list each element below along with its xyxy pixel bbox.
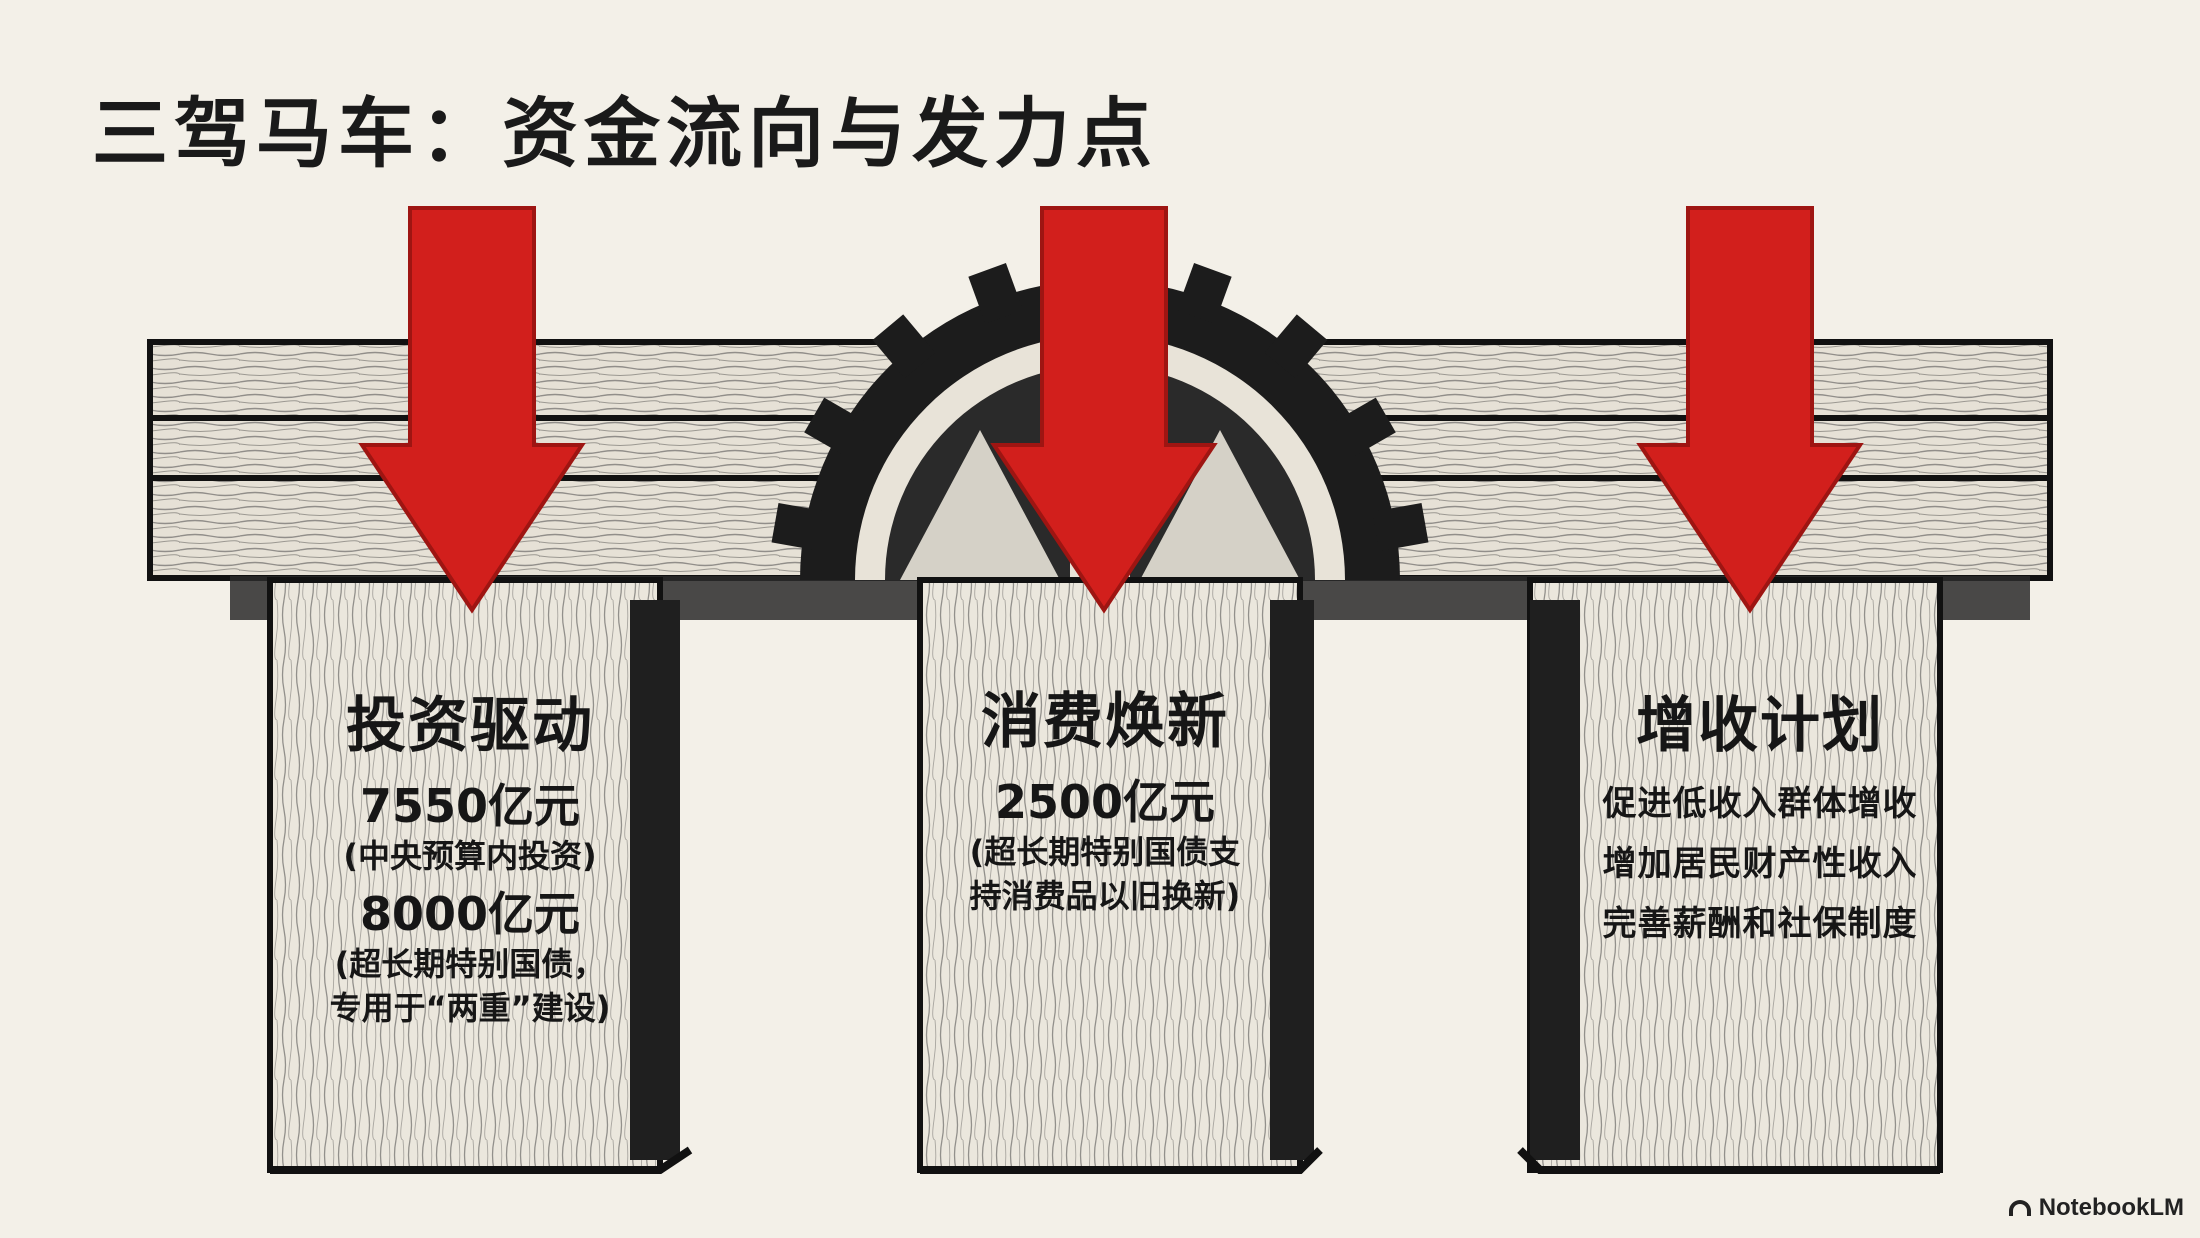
amount: 7550亿元 bbox=[300, 778, 640, 834]
pillar-income-text: 增收计划 促进低收入群体增收 增加居民财产性收入 完善薪酬和社保制度 bbox=[1575, 688, 1945, 954]
amount: 8000亿元 bbox=[300, 886, 640, 942]
pillar-heading: 消费焕新 bbox=[930, 684, 1280, 760]
brand-label: NotebookLM bbox=[2039, 1194, 2184, 1222]
amount-note: (超长期特别国债支 bbox=[930, 830, 1280, 874]
amount-note: 持消费品以旧换新) bbox=[930, 874, 1280, 918]
amount-note: (中央预算内投资) bbox=[300, 834, 640, 878]
pillar-heading: 增收计划 bbox=[1575, 688, 1945, 764]
amount: 2500亿元 bbox=[930, 774, 1280, 830]
pillar-heading: 投资驱动 bbox=[300, 688, 640, 764]
pillar-consumption-text: 消费焕新 2500亿元 (超长期特别国债支 持消费品以旧换新) bbox=[930, 684, 1280, 918]
brand-watermark: NotebookLM bbox=[2009, 1194, 2184, 1222]
amount-note: (超长期特别国债， bbox=[300, 942, 640, 986]
notebooklm-logo-icon bbox=[2009, 1200, 2031, 1216]
pillar-investment-text: 投资驱动 7550亿元 (中央预算内投资) 8000亿元 (超长期特别国债， 专… bbox=[300, 688, 640, 1030]
amount-note: 专用于“两重”建设) bbox=[300, 986, 640, 1030]
measure-item: 促进低收入群体增收 bbox=[1575, 774, 1945, 834]
measure-item: 完善薪酬和社保制度 bbox=[1575, 894, 1945, 954]
measure-item: 增加居民财产性收入 bbox=[1575, 834, 1945, 894]
